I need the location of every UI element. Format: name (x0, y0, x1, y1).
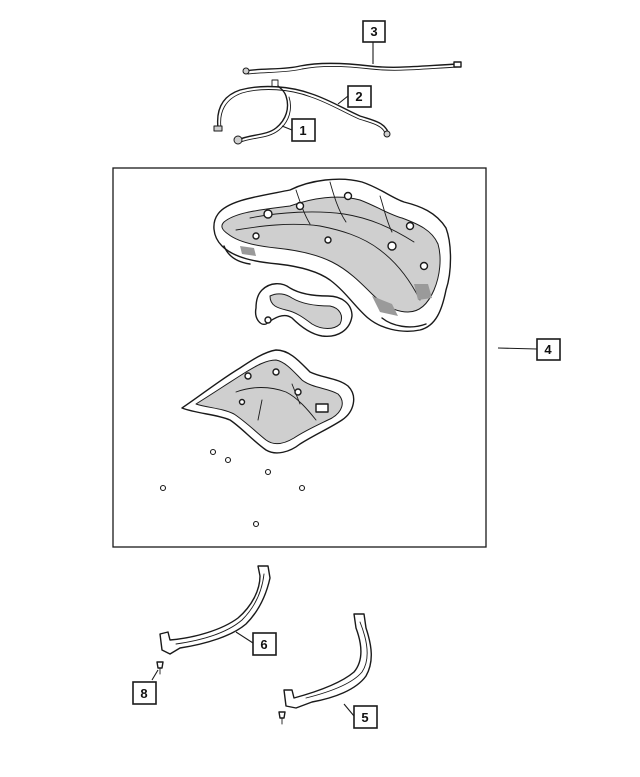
callout-6-box (252, 632, 277, 656)
fastener-icon (209, 448, 217, 456)
callout-2: 2 (337, 85, 372, 108)
callout-3-box (362, 20, 386, 43)
callout-5-box (353, 705, 378, 729)
callout-1-label: 1 (299, 123, 306, 138)
callout-4: 4 (497, 338, 561, 361)
callout-6-label: 6 (260, 637, 267, 652)
callout-5: 5 (343, 703, 378, 729)
callout-6: 6 (235, 631, 277, 656)
fastener-icon (252, 520, 260, 528)
callout-8: 8 (132, 681, 157, 705)
fastener-set (159, 448, 306, 528)
heat-shield-upper (254, 283, 353, 337)
callout-1-box (291, 118, 316, 142)
callout-3: 3 (362, 20, 386, 64)
tank-strap-5 (283, 613, 372, 709)
callout-2-label: 2 (355, 89, 362, 104)
callout-1: 1 (281, 118, 316, 142)
assembly-frame (112, 167, 487, 548)
callout-5-label: 5 (361, 710, 368, 725)
callout-8-label: 8 (140, 686, 147, 701)
callout-4-label: 4 (544, 342, 552, 357)
fuel-tank (213, 178, 452, 332)
heat-shield-lower (181, 349, 355, 454)
callout-4-box (536, 338, 561, 361)
fastener-icon (264, 468, 272, 476)
bolt-5 (278, 711, 286, 725)
callout-8-box (132, 681, 157, 705)
callout-2-box (347, 85, 372, 108)
fastener-icon (159, 484, 167, 492)
fastener-icon (298, 484, 306, 492)
tank-strap-6 (159, 565, 271, 655)
callout-3-label: 3 (370, 24, 377, 39)
fuel-line-2 (213, 79, 391, 138)
fastener-icon (224, 456, 232, 464)
fuel-line-3 (242, 61, 462, 75)
bolt-8 (151, 661, 164, 681)
fuel-line-1 (233, 85, 291, 145)
